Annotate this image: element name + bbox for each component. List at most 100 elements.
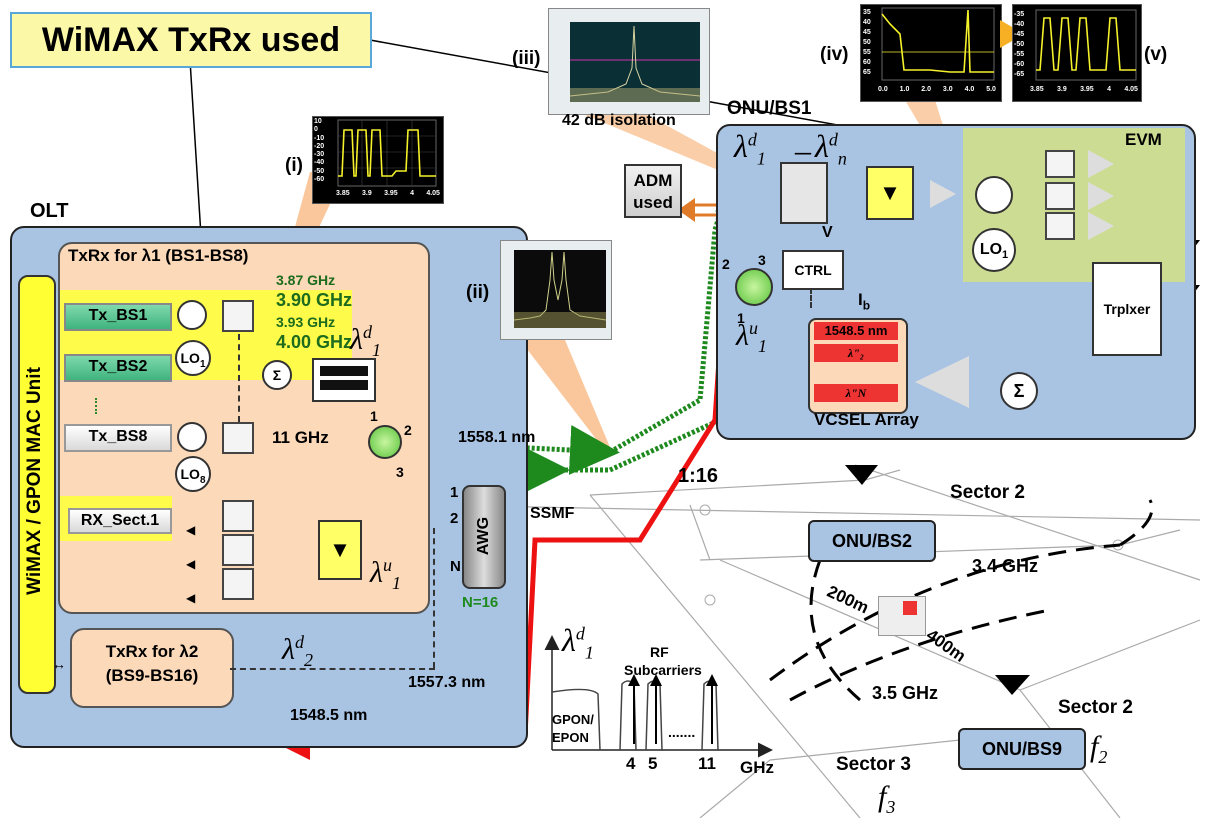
circulator-icon [368,425,402,459]
rx-arrows: ◀◀◀ [186,523,196,605]
awg-port-1: 1 [450,484,459,501]
onu-photodiode-icon: ▼ [866,166,914,220]
adm-box: ADM used [624,164,682,218]
v-label: V [822,224,833,241]
freq-400: 4.00 GHz [276,332,353,352]
dashed-link [238,334,240,422]
title-text: WiMAX TxRx used [41,21,341,59]
onu-amplifier-icon [930,180,956,208]
f2-label: f2 [1090,730,1108,767]
vcsel-label: VCSEL Array [814,410,919,429]
awg-port-n: N [450,558,461,575]
tx-bs1-button[interactable]: Tx_BS1 [64,303,172,331]
lambda-d1-onu: λd1 [734,128,766,169]
rx-filter-3 [222,568,254,600]
dots-vertical [95,398,99,414]
txrx2-panel[interactable]: TxRx for λ2 (BS9-BS16) [70,628,234,708]
filter-icon-1 [222,300,254,332]
inset-ii-label: (ii) [466,282,490,303]
onu-filter-3 [1045,212,1075,240]
sector3-label: Sector 3 [836,754,911,775]
freq-11ghz: 11 GHz [272,428,329,447]
awg-dashed [433,528,435,668]
lambda-dash: – [795,132,811,168]
adm-line2: used [633,193,673,212]
onu-circ-3: 3 [758,252,766,268]
freq-35: 3.5 GHz [872,683,939,703]
onu-circ-2: 2 [722,256,730,272]
awg-port-2: 2 [450,510,459,527]
onu-circulator-icon [735,268,773,306]
mixer-icon-8 [177,422,207,452]
evm-label: EVM [1125,130,1162,149]
onu-amp-1 [1088,150,1114,178]
onu-amp-2 [1088,182,1114,210]
mac-unit-bar [18,275,56,694]
sector2-top-label: Sector 2 [950,482,1025,503]
olt-label: OLT [30,200,69,222]
trplxer-box: Trplxer [1092,262,1162,356]
spectrum-epon: EPON [552,730,589,745]
freq-393: 3.93 GHz [276,314,336,330]
inset-i-label: (i) [285,155,303,176]
rx-sect1-button[interactable]: RX_Sect.1 [68,508,172,534]
lambda-u1-onu: λu1 [736,318,767,356]
vcsel-l2: λ"₂ [814,344,898,362]
sum-icon: Σ [262,360,292,390]
rx-filter-2 [222,534,254,566]
inset-iv-plot [881,7,995,81]
filter-icon-8 [222,422,254,454]
tx-bs2-button[interactable]: Tx_BS2 [64,354,172,382]
spectrum-x4: 4 [626,754,636,773]
spectrum-rf: RF [650,644,669,660]
awg-count: N=16 [462,594,499,611]
onu-circ-1: 1 [737,310,745,326]
lo1-oscillator: LO1 [175,340,211,376]
onu-lo1: LO1 [972,228,1016,272]
ib-label: Ib [858,290,871,313]
onu-bs2-box[interactable]: ONU/BS2 [808,520,936,562]
house-icon [878,596,926,636]
ctrl-box: CTRL [782,250,844,290]
spectrum-gpon: GPON/ [552,712,594,727]
title-box: WiMAX TxRx used [10,12,372,68]
vcsel-1548: 1548.5 nm [814,322,898,340]
modulator-icon [312,358,376,402]
inset-iii-label: (iii) [512,48,541,69]
txrx2-line2: (BS9-BS16) [105,666,199,685]
awg-block: AWG [462,485,506,589]
adm-line1: ADM [633,171,673,190]
onu-sum-icon: Σ [1000,372,1038,410]
freq-387: 3.87 GHz [276,272,336,288]
bidir-arrow: ↔ [52,656,66,672]
onu-amp-3 [1088,212,1114,240]
onu-mixer-icon [975,176,1013,214]
spectrum-subcarriers: Subcarriers [624,662,702,678]
splitter-label: 1:16 [678,465,719,487]
inset-v-plot [1035,9,1137,81]
lo8-oscillator: LO8 [175,456,211,492]
inset-v-yticks: -35-40-45-50-55-60-65 [1014,11,1025,78]
onu-filter-2 [1045,182,1075,210]
spectrum-dots: ....... [668,724,696,740]
onu-bs9-box[interactable]: ONU/BS9 [958,728,1086,770]
wavelength-1557: 1557.3 nm [408,674,486,691]
lambda-d1-olt: λd1 [350,322,381,360]
vcsel-ln: λ"N [814,384,898,402]
inset-iii-plot [569,22,701,102]
spectrum-plan [544,635,773,758]
circ-port-2: 2 [404,422,412,438]
inset-v-label: (v) [1144,44,1168,65]
mac-unit-label: WiMAX / GPON MAC Unit [24,367,45,595]
isolation-label: 42 dB isolation [562,112,676,129]
freq-34: 3.4 GHz [972,556,1039,576]
inset-ii-plot [513,250,607,328]
tx-bs8-button[interactable]: Tx_BS8 [64,424,172,452]
freq-390: 3.90 GHz [276,290,353,310]
wavelength-1548: 1548.5 nm [290,707,368,724]
